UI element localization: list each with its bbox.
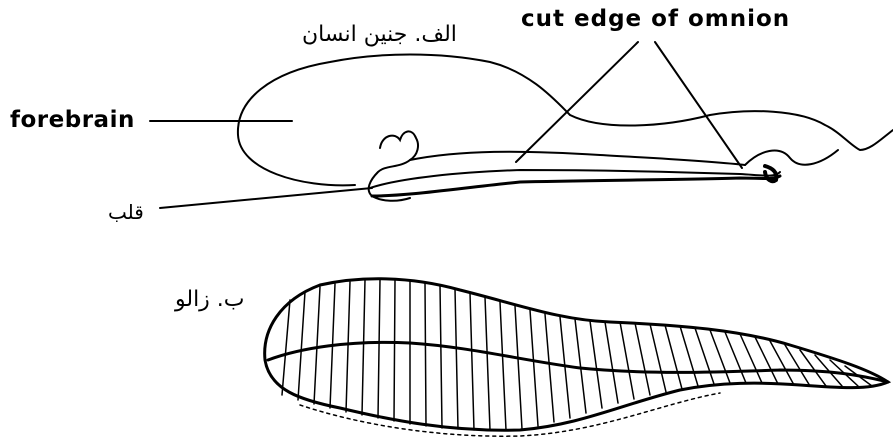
- label-part-a-human-embryo: الف. جنين انسان: [302, 24, 457, 46]
- embryo-tail-tip: [765, 166, 776, 181]
- embryo-head-outline: [238, 55, 893, 186]
- leech-segments: [282, 280, 872, 430]
- label-forebrain: forebrain: [10, 109, 135, 132]
- cut-edge-leader-right: [655, 42, 742, 168]
- embryo-back-line: [410, 152, 745, 165]
- embryo-drawing: [150, 42, 893, 208]
- amnion-bulge: [745, 150, 838, 165]
- heart-leader-line: [160, 188, 372, 208]
- label-part-b-leech: ب. زالو: [175, 289, 245, 311]
- label-cut-edge-of-amnion: cut edge of omnion: [521, 8, 790, 31]
- leech-body-outline: [265, 279, 888, 430]
- leech-drawing: [265, 279, 888, 436]
- heart-outline: [369, 131, 418, 200]
- embryo-trunk-lower: [372, 176, 780, 196]
- label-heart: قلب: [108, 202, 144, 222]
- cut-edge-leader-left: [516, 42, 638, 162]
